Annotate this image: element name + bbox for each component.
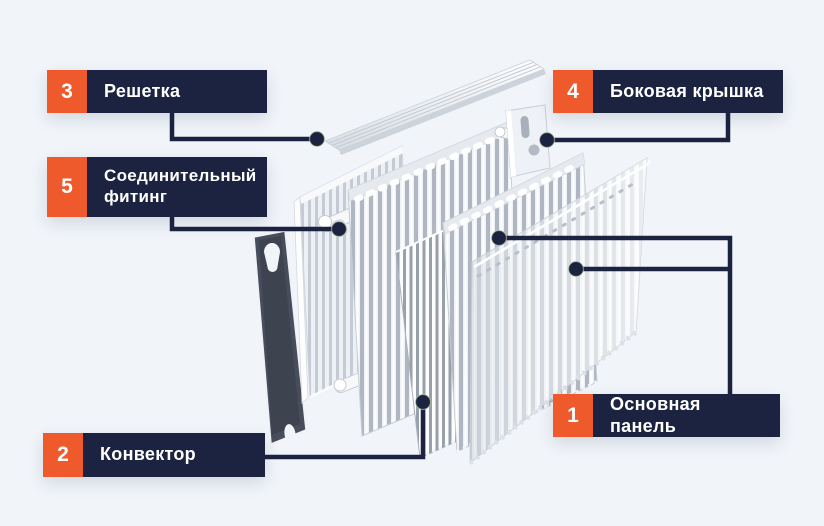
leader-dot-main-panel-1 [490,229,508,247]
callout-convector: 2 Конвектор [43,433,265,477]
leader-dots [308,130,585,411]
leader-lines [169,112,733,460]
leader-line-grille [169,112,312,142]
callout-side-cover: 4 Боковая крышка [553,70,783,113]
grille-part [324,59,546,155]
callout-number: 3 [47,70,87,113]
leader-line-side-cover [552,112,731,143]
callout-label: Боковая крышка [593,70,783,113]
callout-label: Конвектор [83,433,265,477]
leader-line-convector [264,407,426,460]
callout-number: 5 [47,157,87,217]
leader-dot-convector [414,393,432,411]
callout-number: 1 [553,394,593,437]
callout-grille: 3 Решетка [47,70,267,113]
side-cover-part [494,104,551,178]
callout-number: 4 [553,70,593,113]
wall-bracket-part [253,230,307,446]
leader-line-main-panel [504,235,733,395]
leader-dot-fitting [330,220,348,238]
callout-label: Соединительный фитинг [87,157,267,217]
callout-connection-fitting: 5 Соединительный фитинг [47,157,267,217]
leader-dot-side-cover [538,131,556,149]
leader-line-fitting [169,216,334,232]
callout-label: Основная панель [593,394,780,437]
callout-main-panel: 1 Основная панель [553,394,780,437]
leader-dot-grille [308,130,326,148]
callout-label: Решетка [87,70,267,113]
leader-dot-main-panel-2 [567,260,585,278]
callout-number: 2 [43,433,83,477]
